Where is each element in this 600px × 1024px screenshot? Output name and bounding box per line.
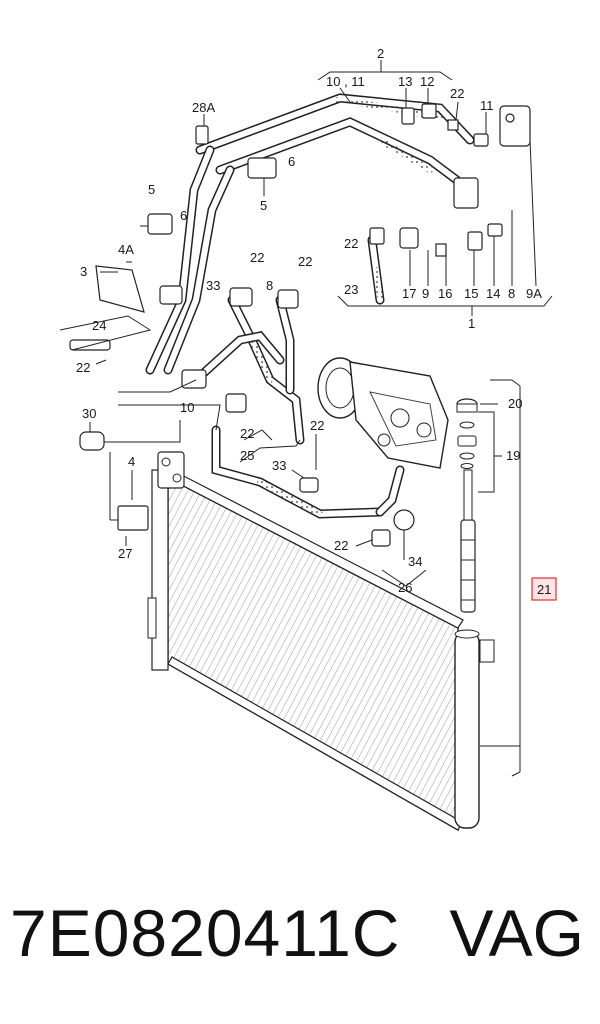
callout-10: 10 [180,400,194,415]
callout-3: 3 [80,264,87,279]
callout-34: 34 [408,554,422,569]
callout-22-b: 22 [298,254,312,269]
part-number: 7E0820411C [10,896,401,970]
callout-33-b: 33 [272,458,286,473]
callout-24: 24 [92,318,106,333]
callout-6b: 6 [180,208,187,223]
receiver-drier [454,379,521,829]
callout-22-top: 22 [450,86,464,101]
callout-33-a: 33 [206,278,220,293]
ac-compressor [317,357,449,469]
callout-5b: 5 [148,182,155,197]
callout-19: 19 [506,448,520,463]
callout-28a: 28A [192,100,215,115]
callout-22-c: 22 [344,236,358,251]
callout-10-11: 10 , 11 [326,74,365,89]
callout-17: 17 [402,286,416,301]
callout-9: 9 [422,286,429,301]
refrigerant-lines [145,93,475,519]
callout-1: 1 [468,316,475,331]
callout-labels: 2 10 , 11 13 12 22 11 28A 6 5 5 6 4A 3 2… [76,46,557,601]
callout-8b: 8 [508,286,515,301]
callout-23: 23 [344,282,358,297]
callout-22-e: 22 [240,426,254,441]
callout-27: 27 [118,546,132,561]
callout-13: 13 [398,74,412,89]
leader-lines [59,60,553,587]
callout-12: 12 [420,74,434,89]
ac-condenser-exploded-diagram: 2 10 , 11 13 12 22 11 28A 6 5 5 6 4A 3 2… [59,46,557,832]
callout-22-a: 22 [250,250,264,265]
callout-30: 30 [82,406,96,421]
callout-5a: 5 [260,198,267,213]
callout-25: 25 [240,448,254,463]
callout-20: 20 [508,396,522,411]
callout-16: 16 [438,286,452,301]
callout-4a: 4A [118,242,134,257]
callout-22-g: 22 [334,538,348,553]
callout-2: 2 [377,46,384,61]
callout-8: 8 [266,278,273,293]
callout-6a: 6 [288,154,295,169]
condenser [147,451,464,832]
callout-4: 4 [128,454,135,469]
callout-22-f: 22 [310,418,324,433]
callout-9a: 9A [526,286,542,301]
fittings-and-fasteners [69,103,531,547]
callout-26: 26 [398,580,412,595]
callout-22-d: 22 [76,360,90,375]
callout-15: 15 [464,286,478,301]
brand-label: VAG [449,896,584,970]
callout-21-highlight [531,577,557,601]
callout-21: 21 [537,582,551,597]
callout-11: 11 [480,98,494,113]
callout-14: 14 [486,286,500,301]
